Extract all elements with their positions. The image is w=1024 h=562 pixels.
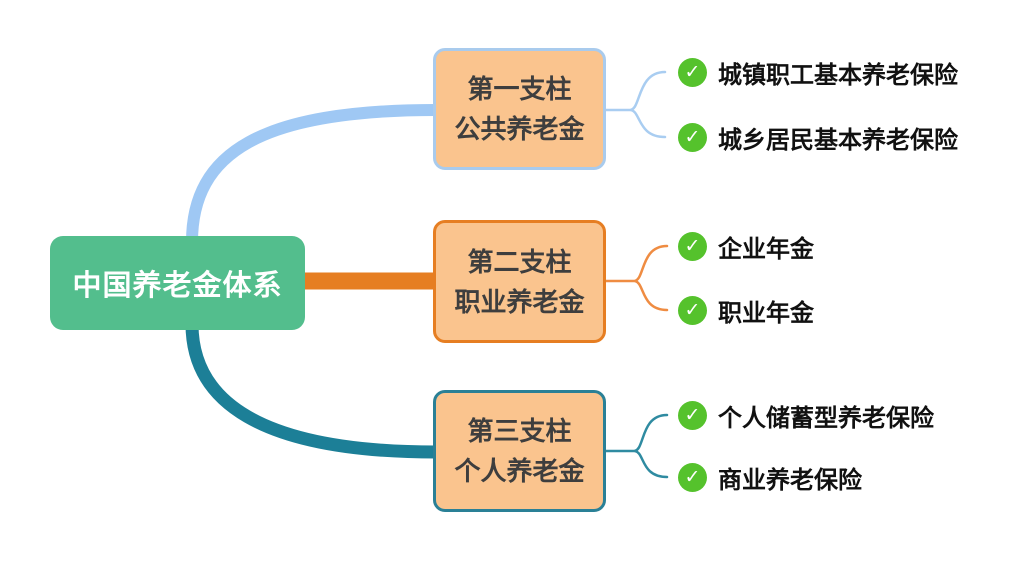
pillar3-node[interactable]: 第三支柱 个人养老金 — [433, 390, 606, 512]
child-item-commercial-pension-insurance[interactable]: ✓ 商业养老保险 — [678, 461, 862, 494]
pillar3-title-line1: 第三支柱 — [467, 416, 572, 446]
child-item-urban-employee-pension[interactable]: ✓ 城镇职工基本养老保险 — [678, 56, 958, 89]
child-item-enterprise-annuity[interactable]: ✓ 企业年金 — [678, 230, 814, 263]
check-icon: ✓ — [678, 57, 707, 87]
pillar3-title-line2: 个人养老金 — [454, 456, 585, 486]
pillar1-fork-connector — [604, 70, 667, 139]
root-node-label: 中国养老金体系 — [72, 270, 283, 302]
child-item-label: 职业年金 — [718, 299, 814, 327]
check-icon: ✓ — [678, 400, 707, 430]
pillar1-title-line2: 公共养老金 — [454, 114, 585, 144]
child-item-label: 个人储蓄型养老保险 — [718, 404, 934, 432]
child-item-personal-savings-pension[interactable]: ✓ 个人储蓄型养老保险 — [678, 399, 934, 432]
check-icon: ✓ — [678, 295, 707, 325]
root-to-pillar3-connector — [185, 317, 443, 459]
child-item-label: 城镇职工基本养老保险 — [718, 61, 958, 89]
pillar2-title-line2: 职业养老金 — [454, 286, 585, 317]
child-item-occupational-annuity[interactable]: ✓ 职业年金 — [678, 294, 814, 327]
check-icon: ✓ — [678, 122, 707, 152]
root-to-pillar1-connector — [186, 104, 442, 248]
pillar2-node[interactable]: 第二支柱 职业养老金 — [433, 220, 606, 343]
pillar2-fork-connector — [604, 244, 669, 312]
root-node[interactable]: 中国养老金体系 — [50, 236, 305, 330]
child-item-label: 商业养老保险 — [718, 466, 862, 494]
child-item-label: 企业年金 — [718, 235, 814, 263]
child-item-rural-resident-pension[interactable]: ✓ 城乡居民基本养老保险 — [678, 121, 958, 154]
pillar3-fork-connector — [604, 413, 669, 479]
pillar1-title-line1: 第一支柱 — [467, 74, 572, 104]
check-icon: ✓ — [678, 231, 707, 261]
pillar1-node[interactable]: 第一支柱 公共养老金 — [433, 48, 606, 170]
child-item-label: 城乡居民基本养老保险 — [718, 126, 958, 154]
check-icon: ✓ — [678, 462, 707, 492]
pillar2-title-line1: 第二支柱 — [467, 246, 572, 277]
